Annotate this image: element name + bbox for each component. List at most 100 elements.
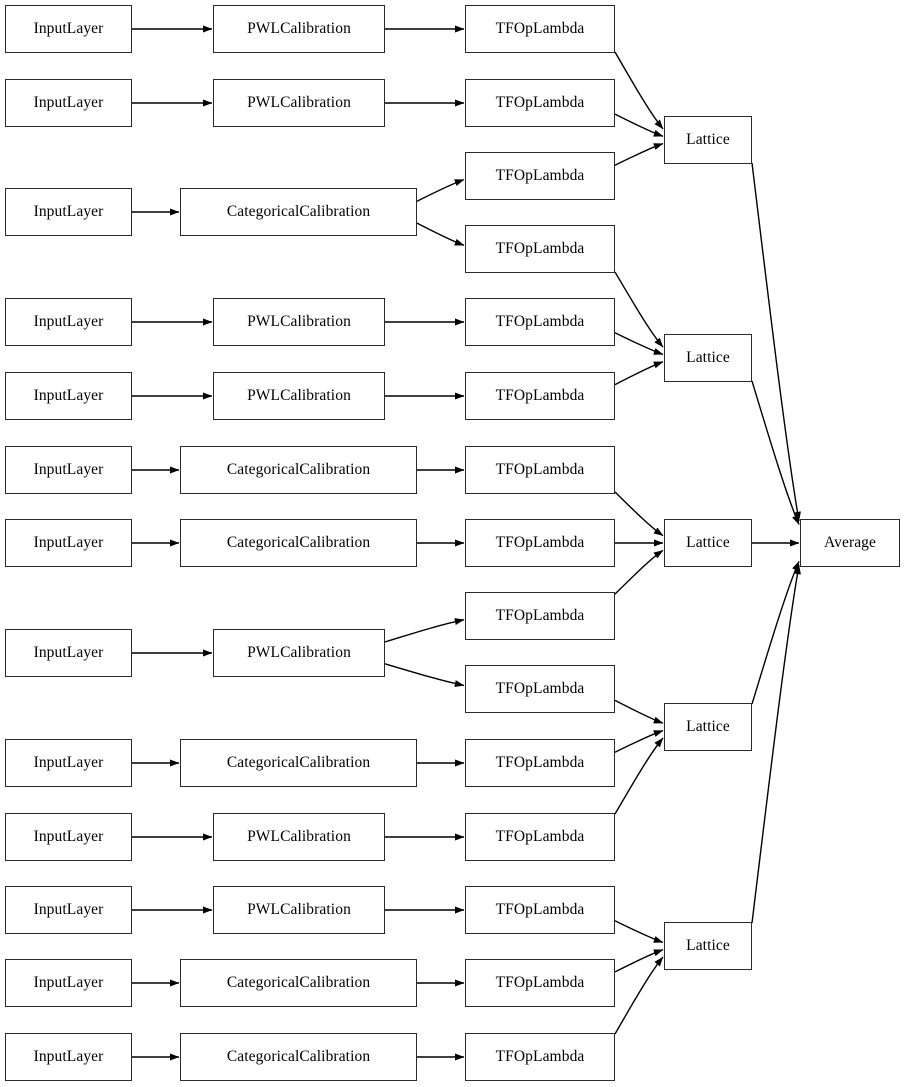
node-label: TFOpLambda [495, 1048, 585, 1066]
lattice-node: Lattice [664, 519, 752, 567]
tfoplambda-node: TFOpLambda [465, 519, 615, 567]
tfoplambda-node: TFOpLambda [465, 665, 615, 713]
graph-edge [416, 178, 465, 202]
tfoplambda-node: TFOpLambda [465, 1033, 615, 1081]
calibration-node: CategoricalCalibration [180, 519, 417, 567]
node-label: CategoricalCalibration [226, 754, 371, 772]
graph-edge [614, 332, 664, 356]
input-layer-node: InputLayer [5, 813, 132, 861]
node-label: TFOpLambda [495, 974, 585, 992]
node-label: TFOpLambda [495, 167, 585, 185]
input-layer-node: InputLayer [5, 188, 132, 236]
graph-edge [614, 113, 664, 137]
node-label: InputLayer [33, 754, 104, 772]
graph-edge [614, 361, 664, 386]
graph-edge [614, 142, 664, 166]
tfoplambda-node: TFOpLambda [465, 225, 615, 273]
average-node: Average [800, 519, 900, 567]
graph-edge [614, 949, 664, 973]
node-label: TFOpLambda [495, 534, 585, 552]
lattice-node: Lattice [664, 334, 752, 382]
tfoplambda-node: TFOpLambda [465, 446, 615, 494]
node-label: InputLayer [33, 534, 104, 552]
calibration-node: PWLCalibration [213, 629, 385, 677]
graph-edge [614, 271, 664, 348]
node-label: PWLCalibration [247, 313, 351, 331]
node-label: PWLCalibration [247, 901, 351, 919]
input-layer-node: InputLayer [5, 959, 132, 1007]
input-layer-node: InputLayer [5, 519, 132, 567]
calibration-node: PWLCalibration [213, 813, 385, 861]
node-label: InputLayer [33, 974, 104, 992]
graph-edge [751, 561, 800, 705]
calibration-node: CategoricalCalibration [180, 959, 417, 1007]
graph-edge [751, 564, 801, 924]
graph-edge [614, 729, 664, 753]
tfoplambda-node: TFOpLambda [465, 152, 615, 200]
calibration-node: CategoricalCalibration [180, 1033, 417, 1081]
input-layer-node: InputLayer [5, 886, 132, 934]
node-label: PWLCalibration [247, 828, 351, 846]
node-label: PWLCalibration [247, 387, 351, 405]
node-label: InputLayer [33, 644, 104, 662]
graph-edge [416, 222, 465, 246]
tfoplambda-node: TFOpLambda [465, 79, 615, 127]
graph-edge [614, 737, 664, 815]
node-label: Lattice [686, 349, 730, 367]
input-layer-node: InputLayer [5, 1033, 132, 1081]
node-label: Average [823, 534, 877, 552]
calibration-node: PWLCalibration [213, 886, 385, 934]
input-layer-node: InputLayer [5, 629, 132, 677]
graph-edge [384, 663, 465, 688]
lattice-node: Lattice [664, 703, 752, 751]
node-label: CategoricalCalibration [226, 461, 371, 479]
node-label: InputLayer [33, 20, 104, 38]
graph-edge [614, 51, 664, 130]
node-label: TFOpLambda [495, 313, 585, 331]
node-label: TFOpLambda [495, 828, 585, 846]
node-label: PWLCalibration [247, 644, 351, 662]
node-label: TFOpLambda [495, 461, 585, 479]
input-layer-node: InputLayer [5, 372, 132, 420]
tfoplambda-node: TFOpLambda [465, 372, 615, 420]
tfoplambda-node: TFOpLambda [465, 959, 615, 1007]
calibration-node: PWLCalibration [213, 79, 385, 127]
node-label: InputLayer [33, 461, 104, 479]
lattice-node: Lattice [664, 116, 752, 164]
graph-edge [614, 549, 664, 595]
tfoplambda-node: TFOpLambda [465, 592, 615, 640]
node-label: InputLayer [33, 94, 104, 112]
input-layer-node: InputLayer [5, 5, 132, 53]
input-layer-node: InputLayer [5, 79, 132, 127]
node-label: TFOpLambda [495, 240, 585, 258]
node-label: InputLayer [33, 1048, 104, 1066]
tfoplambda-node: TFOpLambda [465, 739, 615, 787]
calibration-node: CategoricalCalibration [180, 446, 417, 494]
node-label: TFOpLambda [495, 607, 585, 625]
node-label: Lattice [686, 718, 730, 736]
node-label: TFOpLambda [495, 387, 585, 405]
node-label: Lattice [686, 534, 730, 552]
calibration-node: PWLCalibration [213, 298, 385, 346]
graph-edge [751, 380, 800, 525]
calibration-node: PWLCalibration [213, 372, 385, 420]
node-label: InputLayer [33, 203, 104, 221]
node-label: TFOpLambda [495, 680, 585, 698]
tfoplambda-node: TFOpLambda [465, 813, 615, 861]
node-label: CategoricalCalibration [226, 203, 371, 221]
node-label: InputLayer [33, 901, 104, 919]
node-label: TFOpLambda [495, 20, 585, 38]
tfoplambda-node: TFOpLambda [465, 5, 615, 53]
calibration-node: PWLCalibration [213, 5, 385, 53]
node-label: PWLCalibration [247, 94, 351, 112]
calibration-node: CategoricalCalibration [180, 188, 417, 236]
node-label: CategoricalCalibration [226, 534, 371, 552]
input-layer-node: InputLayer [5, 298, 132, 346]
node-label: Lattice [686, 937, 730, 955]
calibration-node: CategoricalCalibration [180, 739, 417, 787]
graph-edge [614, 491, 664, 537]
node-label: Lattice [686, 131, 730, 149]
node-label: CategoricalCalibration [226, 974, 371, 992]
